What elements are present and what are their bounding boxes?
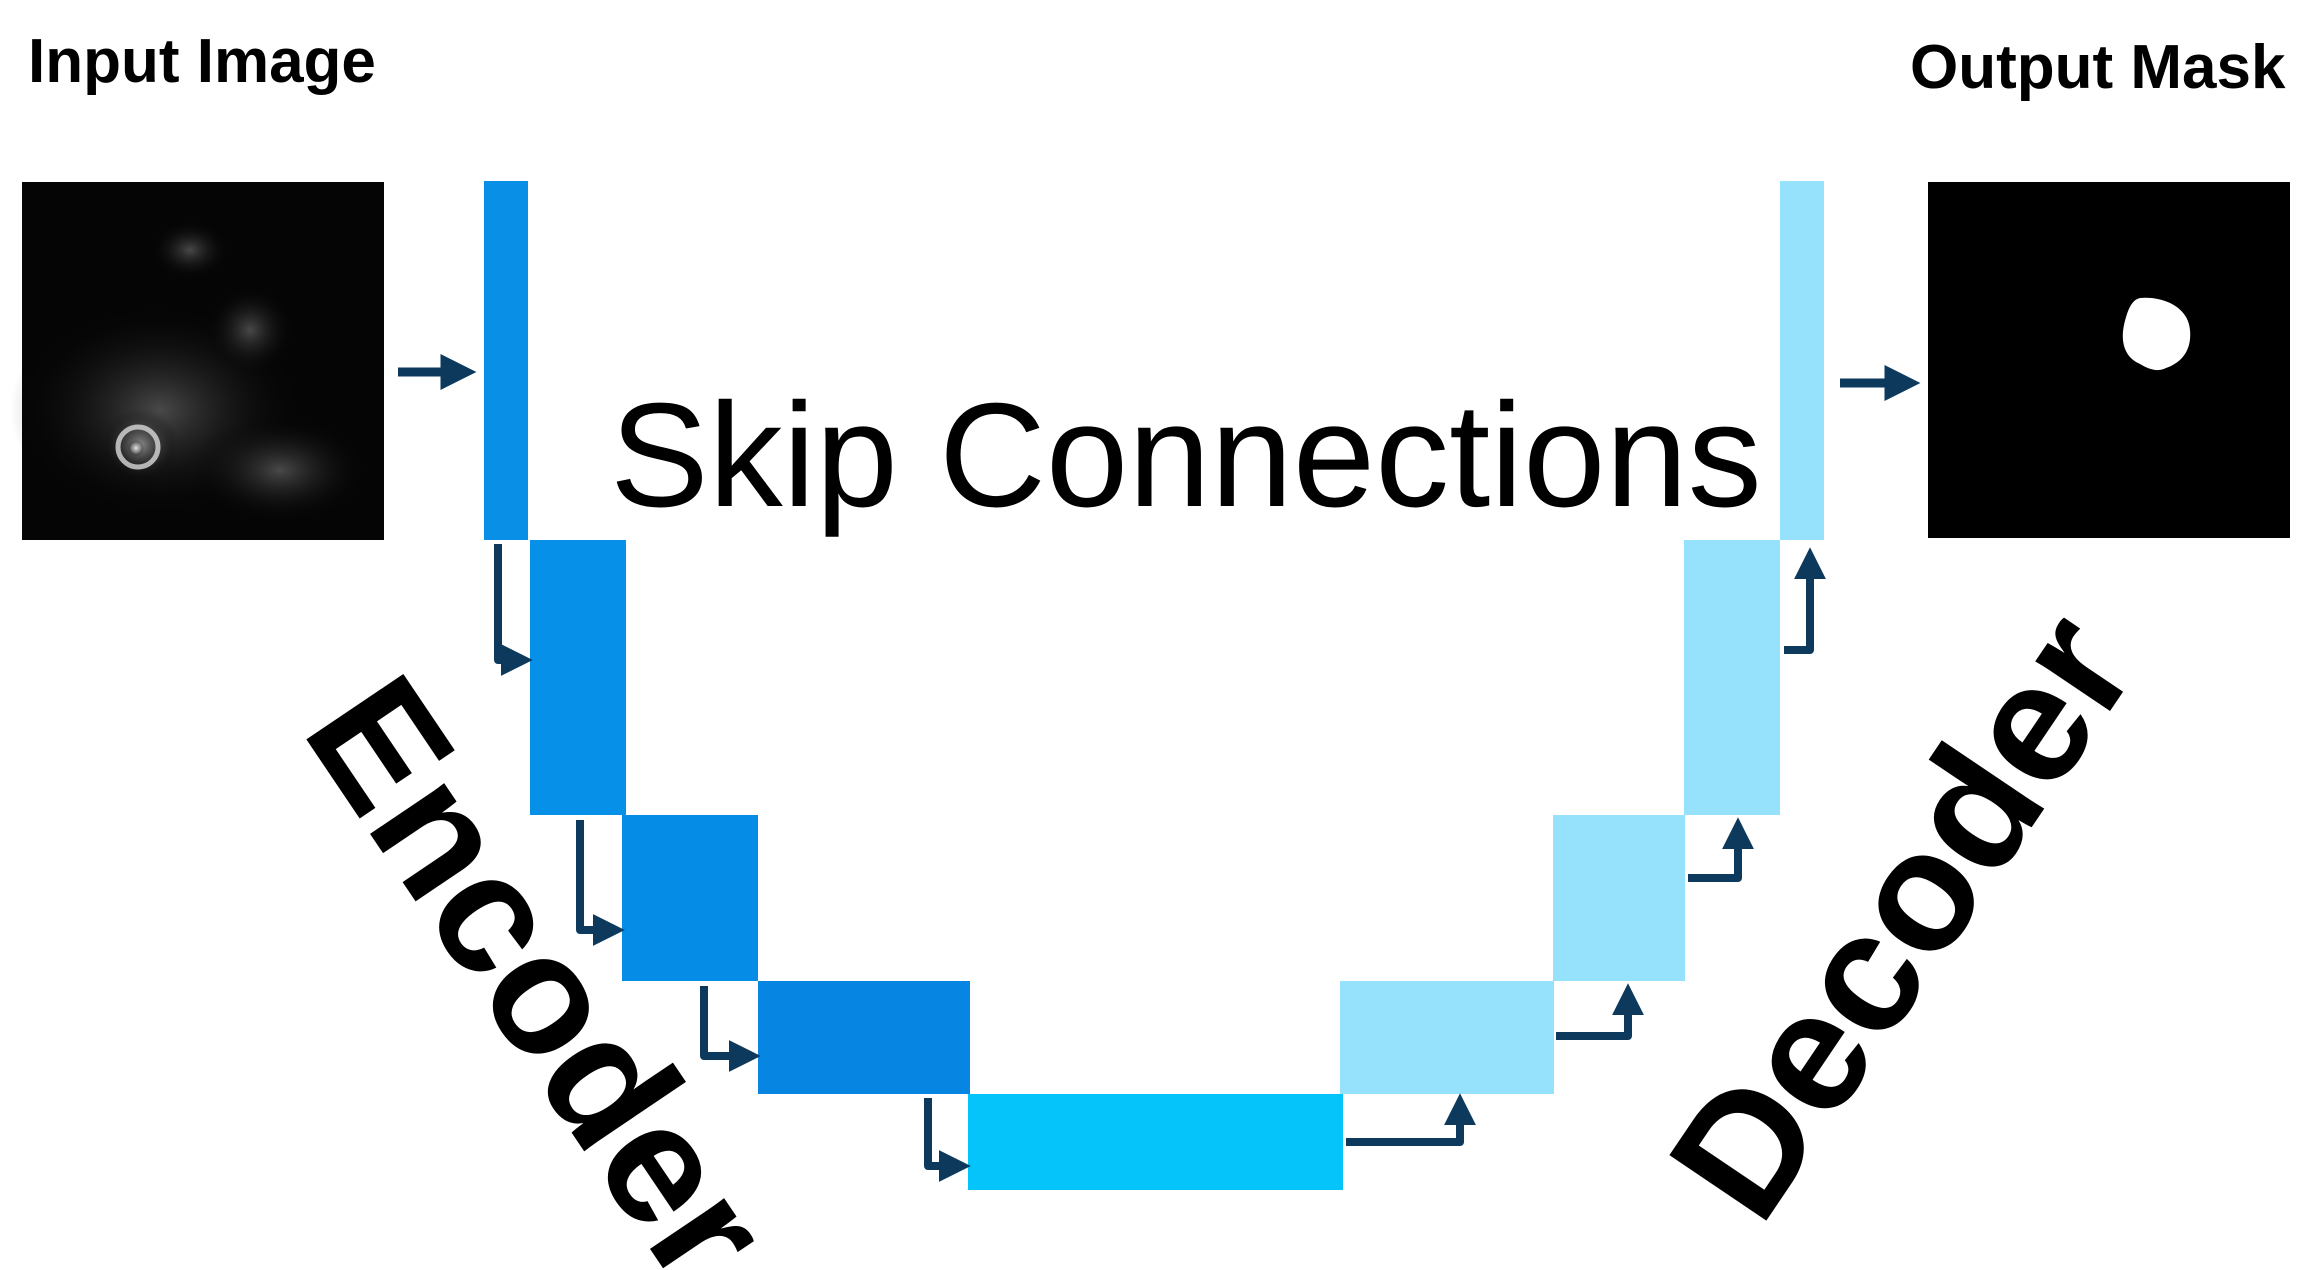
up-arrow-4 xyxy=(1784,547,1826,654)
encoder-block-4 xyxy=(758,981,970,1094)
skip-connections-label: Skip Connections xyxy=(610,373,1762,538)
down-arrow-3 xyxy=(700,986,761,1072)
down-arrow-2 xyxy=(576,820,625,946)
up-arrow-3 xyxy=(1688,817,1754,882)
up-arrow-1 xyxy=(1346,1093,1476,1146)
down-arrow-1 xyxy=(494,544,533,676)
bottleneck-block xyxy=(968,1094,1343,1190)
input-image-title: Input Image xyxy=(28,27,376,96)
decoder-block-3 xyxy=(1553,815,1685,981)
encoder-block-1 xyxy=(484,181,528,540)
up-arrow-2 xyxy=(1556,983,1644,1040)
decoder-block-1 xyxy=(1780,181,1824,540)
input-image xyxy=(10,182,384,540)
encoder-block-2 xyxy=(530,540,626,815)
output-mask xyxy=(1928,182,2290,538)
encoder-block-3 xyxy=(622,815,758,981)
output-mask-title: Output Mask xyxy=(1910,33,2286,102)
decoder-block-2 xyxy=(1684,540,1780,815)
down-arrow-4 xyxy=(924,1098,971,1182)
decoder-block-4 xyxy=(1340,981,1554,1094)
